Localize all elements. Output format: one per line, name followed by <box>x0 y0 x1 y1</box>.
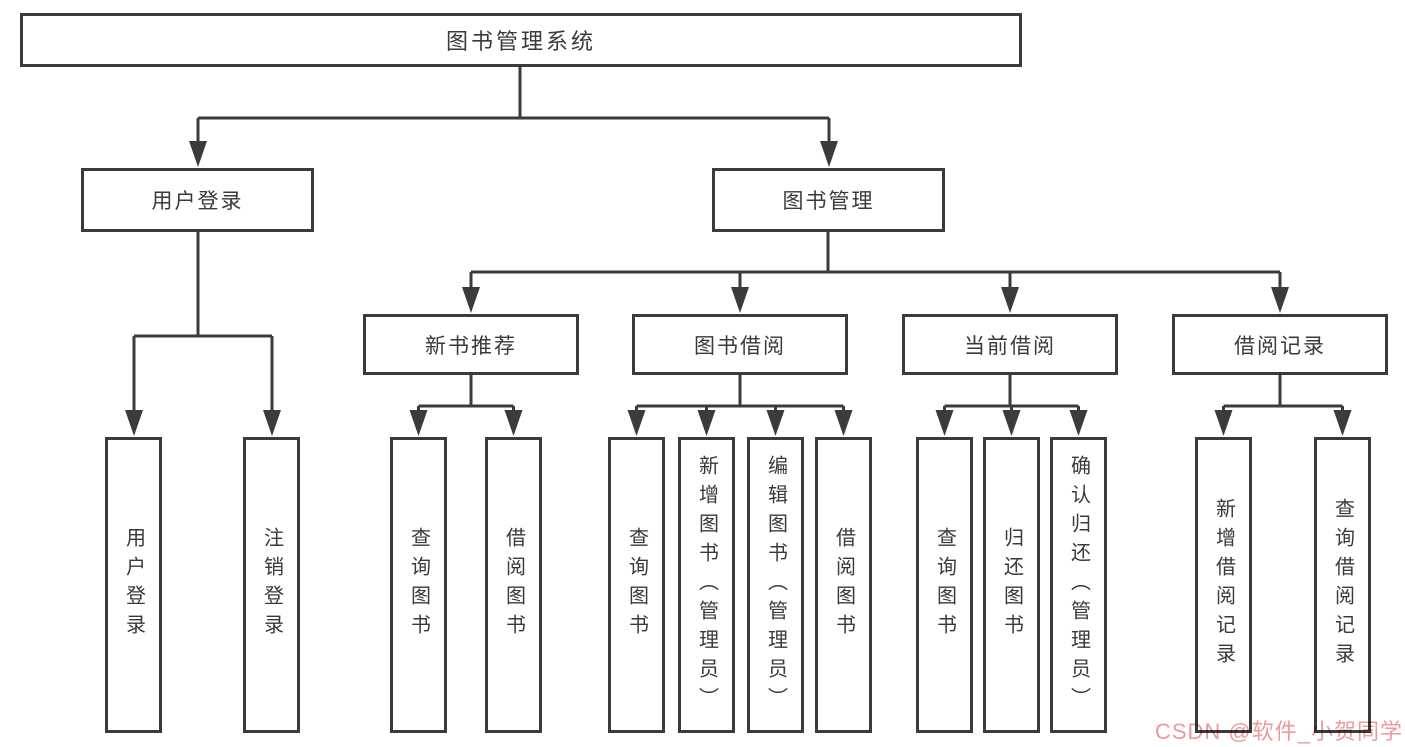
leaf-query-books-current: 查询图书 <box>916 437 973 733</box>
leaf-query-books-rec: 查询图书 <box>390 437 447 733</box>
leaf-add-books-admin: 新增图书（管理员） <box>678 437 735 733</box>
node-new-book-recommend: 新书推荐 <box>363 314 579 375</box>
node-borrow-records: 借阅记录 <box>1172 314 1388 375</box>
node-library-system: 图书管理系统 <box>20 13 1022 67</box>
arrowhead-icons <box>125 141 1352 436</box>
leaf-query-borrow-record: 查询借阅记录 <box>1314 437 1371 733</box>
leaf-add-borrow-record: 新增借阅记录 <box>1195 437 1252 733</box>
leaf-logout: 注销登录 <box>243 437 300 733</box>
leaf-borrow-books-rec: 借阅图书 <box>485 437 542 733</box>
node-current-borrow: 当前借阅 <box>902 314 1118 375</box>
csdn-watermark: CSDN @软件_小贺同学 <box>1154 719 1403 744</box>
leaf-user-login: 用户登录 <box>105 437 162 733</box>
node-user-login-branch: 用户登录 <box>81 168 314 232</box>
leaf-query-books-borrow: 查询图书 <box>608 437 665 733</box>
node-book-borrow: 图书借阅 <box>632 314 848 375</box>
leaf-confirm-return-admin: 确认归还（管理员） <box>1050 437 1107 733</box>
leaf-borrow-books: 借阅图书 <box>815 437 872 733</box>
leaf-return-books: 归还图书 <box>983 437 1040 733</box>
node-book-management-branch: 图书管理 <box>712 168 945 232</box>
leaf-edit-books-admin: 编辑图书（管理员） <box>747 437 804 733</box>
